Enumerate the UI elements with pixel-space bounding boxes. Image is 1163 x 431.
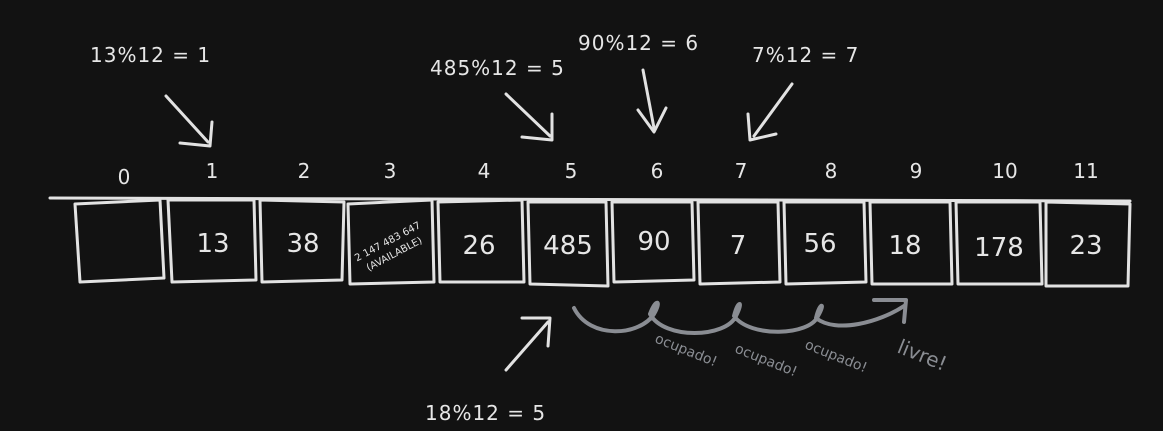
cell-3: [346, 198, 436, 286]
cell-6: [610, 200, 696, 284]
index-label: 1: [206, 159, 219, 183]
index-label: 4: [478, 159, 491, 183]
index-label: 6: [651, 159, 664, 183]
cell-value: 18: [888, 231, 921, 261]
free-label: livre!: [894, 334, 950, 375]
cells: [73, 198, 1132, 288]
cell-values: 13 38 26 485 90 7 56 18 178 23 2 147 483…: [196, 220, 1102, 274]
index-labels: 0 1 2 3 4 5 6 7 8 9 10 11: [118, 159, 1099, 189]
cell-4: [436, 198, 526, 284]
arrow-down-icon: [746, 82, 794, 142]
array-top-line: [48, 195, 1132, 203]
cell-value: 56: [803, 229, 836, 259]
formula-18: 18%12 = 5: [425, 401, 546, 425]
cell-2: [258, 198, 346, 284]
arrow-down-icon: [636, 68, 668, 134]
index-label: 0: [118, 165, 131, 189]
cell-8: [782, 200, 868, 286]
probe-path: [572, 298, 908, 335]
arrow-up-icon: [504, 316, 552, 372]
cell-9: [868, 200, 954, 286]
index-label: 9: [910, 159, 923, 183]
occupied-label: ocupado!: [653, 331, 720, 370]
cell-value: 26: [462, 231, 495, 261]
cell-value: 38: [286, 229, 319, 259]
occupied-label: ocupado!: [733, 341, 800, 380]
cell-5: [526, 200, 610, 288]
cell-7: [696, 200, 782, 286]
index-label: 8: [825, 159, 838, 183]
cell-11: [1044, 200, 1132, 288]
probe-loop-line: [572, 300, 906, 335]
cell-0: [73, 198, 166, 284]
index-label: 2: [298, 159, 311, 183]
probe-arrow-head-icon: [872, 298, 908, 324]
formula-90: 90%12 = 6: [578, 31, 699, 55]
cell-value: 178: [974, 233, 1024, 263]
probe-notes: ocupado! ocupado! ocupado! livre!: [653, 331, 951, 380]
index-label: 10: [992, 159, 1017, 183]
cell-value: 90: [637, 227, 670, 257]
index-label: 11: [1073, 159, 1098, 183]
formulas: 13%12 = 1 485%12 = 5 90%12 = 6 7%12 = 7 …: [90, 31, 859, 425]
cell-1: [166, 198, 258, 284]
arrow-down-icon: [504, 92, 554, 142]
index-label: 3: [384, 159, 397, 183]
occupied-label: ocupado!: [803, 337, 870, 376]
arrows: [164, 68, 794, 372]
index-label: 5: [565, 159, 578, 183]
cell-value: 23: [1069, 231, 1102, 261]
cell-10: [954, 200, 1044, 286]
cell-value: 485: [543, 231, 593, 261]
arrow-down-icon: [164, 94, 214, 148]
special-cell-text: 2 147 483 647 (AVAILABLE): [353, 220, 424, 274]
cell-value: 7: [730, 231, 747, 261]
formula-7: 7%12 = 7: [752, 43, 859, 67]
cell-value: 13: [196, 229, 229, 259]
formula-13: 13%12 = 1: [90, 43, 211, 67]
index-label: 7: [735, 159, 748, 183]
formula-485: 485%12 = 5: [430, 56, 565, 80]
